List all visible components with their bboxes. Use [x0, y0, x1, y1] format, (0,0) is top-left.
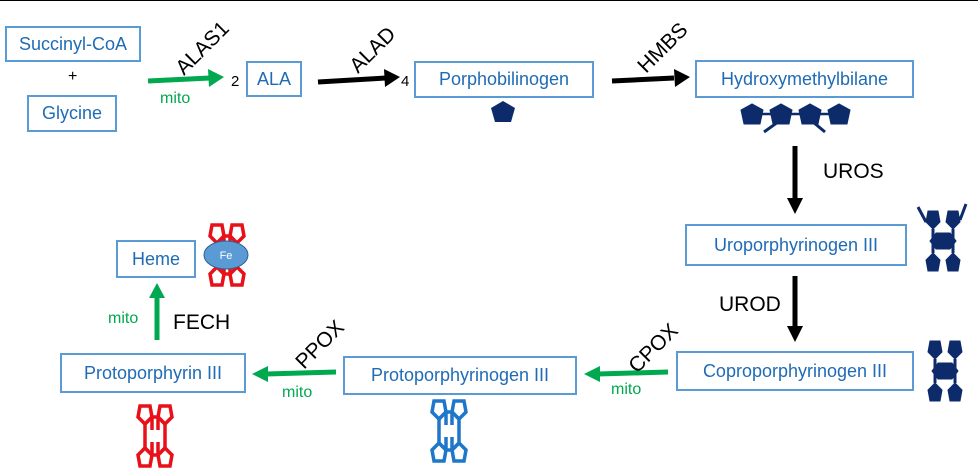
- protoporphyrinogen-box: Protoporphyrinogen III: [343, 356, 577, 395]
- mito-label-fech: mito: [108, 310, 139, 327]
- fech-arrow: [149, 283, 165, 340]
- hmbs-arrow: [611, 69, 690, 87]
- uroporphyrinogen-label: Uroporphyrinogen III: [713, 234, 879, 255]
- protoporphyrinogen-label: Protoporphyrinogen III: [370, 365, 550, 385]
- ala-stoichiometry: 2: [231, 73, 240, 90]
- top-border: [0, 0, 978, 1]
- heme-box: Heme: [116, 240, 196, 278]
- alad-arrow: [317, 69, 400, 87]
- coproporphyrinogen-label: Coproporphyrinogen III: [702, 360, 888, 381]
- cpox-arrow: [584, 366, 669, 382]
- protoporphyrin-label: Protoporphyrin III: [83, 362, 223, 383]
- heme-label: Heme: [131, 248, 180, 269]
- urod-arrow: [787, 276, 803, 342]
- succinyl-coa-box: Succinyl-CoA: [5, 26, 141, 62]
- plus-sign: +: [68, 68, 78, 85]
- iron-porphyrin-icon: Fe: [203, 223, 249, 287]
- enzyme-fech: FECH: [173, 311, 231, 334]
- porphobilinogen-box: Porphobilinogen: [414, 61, 594, 98]
- pyrrole-ring-icon: [491, 101, 515, 122]
- uros-arrow: [787, 146, 803, 214]
- ppox-arrow: [252, 366, 337, 382]
- uroporphyrinogen-box: Uroporphyrinogen III: [685, 224, 907, 266]
- iron-atom-icon: [203, 240, 249, 270]
- mito-label-cpox: mito: [611, 381, 642, 398]
- glycine-label: Glycine: [41, 103, 103, 123]
- linear-tetrapyrrole-icon: [740, 103, 851, 134]
- hydroxymethylbilane-box: Hydroxymethylbilane: [695, 60, 914, 98]
- glycine-box: Glycine: [27, 95, 117, 132]
- pbg-stoichiometry: 4: [401, 73, 410, 90]
- enzyme-uros: UROS: [823, 160, 884, 183]
- mito-label-ppox: mito: [282, 384, 313, 401]
- protoporphyrin-box: Protoporphyrin III: [60, 353, 246, 393]
- ala-box: ALA: [246, 61, 302, 97]
- succinyl-coa-label: Succinyl-CoA: [18, 33, 128, 54]
- tetrapyrrole-macrocycle-icon: [926, 339, 964, 403]
- tetrapyrrole-macrocycle-outline-icon: [430, 399, 468, 463]
- ala-label: ALA: [256, 68, 292, 89]
- mito-label-alas1: mito: [160, 90, 191, 107]
- porphobilinogen-label: Porphobilinogen: [438, 69, 570, 89]
- hydroxymethylbilane-label: Hydroxymethylbilane: [720, 68, 889, 89]
- enzyme-urod: UROD: [719, 293, 781, 316]
- tetrapyrrole-macrocycle-icon: [916, 203, 968, 273]
- tetrapyrrole-macrocycle-outline-icon: [136, 404, 174, 468]
- coproporphyrinogen-box: Coproporphyrinogen III: [676, 351, 914, 391]
- iron-label: Fe: [220, 250, 233, 262]
- alas1-arrow: [147, 69, 224, 87]
